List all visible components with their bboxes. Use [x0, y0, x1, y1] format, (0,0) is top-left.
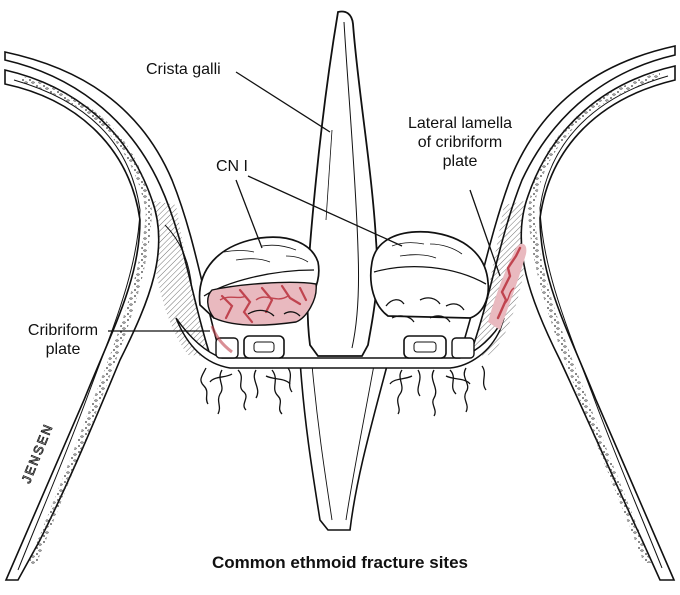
label-lateral-lamella: Lateral lamella of cribriform plate — [404, 114, 516, 171]
left-skull-wall — [5, 52, 222, 580]
label-cn-1: CN I — [216, 157, 248, 176]
crista-galli — [308, 12, 378, 357]
perpendicular-plate — [300, 360, 388, 530]
left-olfactory-bulb — [200, 237, 319, 352]
label-cribriform-plate: Cribriform plate — [14, 321, 112, 359]
label-crista-galli: Crista galli — [146, 60, 221, 79]
figure-caption: Common ethmoid fracture sites — [0, 553, 680, 573]
right-olfactory-bulb — [371, 232, 489, 322]
